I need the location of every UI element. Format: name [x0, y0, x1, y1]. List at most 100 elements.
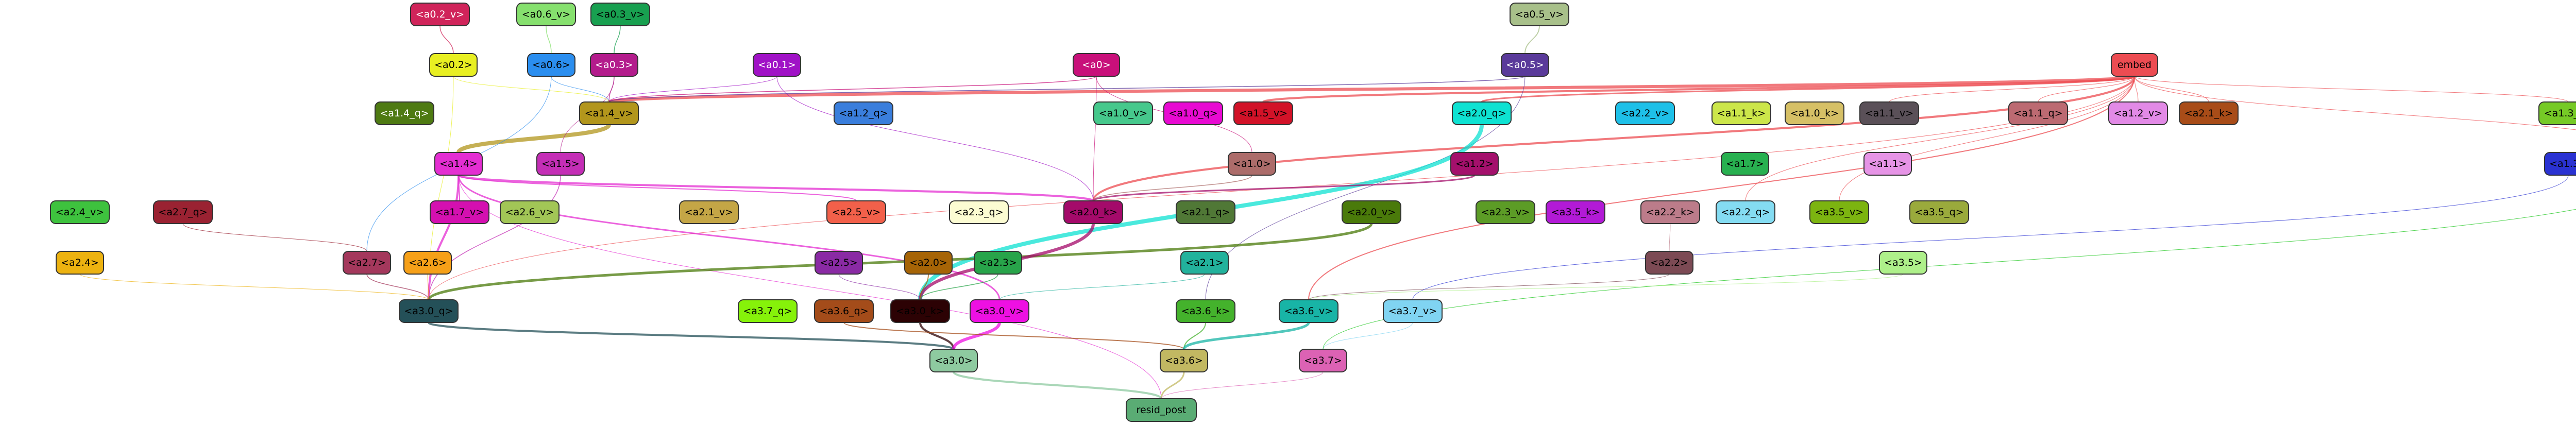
- node-a1-0-q[interactable]: <a1.0_q>: [1163, 101, 1223, 125]
- edge-a1_3-to-a3_7_v: [1412, 175, 2569, 300]
- node-a2-1[interactable]: <a2.1>: [1180, 251, 1229, 275]
- node-a3-5[interactable]: <a3.5>: [1879, 251, 1927, 275]
- node-a1-2-q[interactable]: <a1.2_q>: [834, 101, 893, 125]
- node-box: [56, 251, 104, 275]
- node-a1-2-v[interactable]: <a1.2_v>: [2108, 101, 2168, 125]
- node-a2-4-v[interactable]: <a2.4_v>: [50, 200, 110, 224]
- node-a0-2-v[interactable]: <a0.2_v>: [410, 3, 470, 26]
- node-a3-5-q[interactable]: <a3.5_q>: [1909, 200, 1969, 224]
- node-a1-1[interactable]: <a1.1>: [1863, 152, 1912, 176]
- edge-embed-to-a1_3_v: [2134, 76, 2569, 103]
- node-a3-7-v[interactable]: <a3.7_v>: [1383, 299, 1443, 323]
- node-label: <a1.1_v>: [1865, 108, 1913, 119]
- edges-layer: [79, 25, 2576, 400]
- node-a0-6-v[interactable]: <a0.6_v>: [516, 3, 576, 26]
- node-a2-3-q[interactable]: <a2.3_q>: [949, 200, 1009, 224]
- node-a2-3[interactable]: <a2.3>: [974, 251, 1022, 275]
- node-a2-5[interactable]: <a2.5>: [815, 251, 863, 275]
- node-a1-7-v[interactable]: <a1.7_v>: [430, 200, 489, 224]
- node-a0-6[interactable]: <a0.6>: [527, 53, 575, 77]
- node-a3-6-v[interactable]: <a3.6_v>: [1279, 299, 1338, 323]
- node-a2-4[interactable]: <a2.4>: [56, 251, 104, 275]
- node-a3-5-k[interactable]: <a3.5_k>: [1546, 200, 1605, 224]
- node-a1-4-q[interactable]: <a1.4_q>: [375, 101, 434, 125]
- node-resid-post[interactable]: resid_post: [1126, 398, 1197, 422]
- node-box: [1879, 251, 1927, 275]
- node-box: [410, 3, 470, 26]
- node-a3-0-v[interactable]: <a3.0_v>: [970, 299, 1029, 323]
- node-a2-0-k[interactable]: <a2.0_k>: [1063, 200, 1123, 224]
- node-a0-5-v[interactable]: <a0.5_v>: [1510, 3, 1569, 26]
- node-box: [1176, 200, 1235, 224]
- node-embed[interactable]: embed: [2111, 53, 2158, 77]
- edge-a2_3-to-a3_0_k: [920, 274, 998, 300]
- node-a2-3-v[interactable]: <a2.3_v>: [1476, 200, 1535, 224]
- node-a2-0-v[interactable]: <a2.0_v>: [1342, 200, 1401, 224]
- node-a1-1-k[interactable]: <a1.1_k>: [1711, 101, 1771, 125]
- node-a0[interactable]: <a0>: [1073, 53, 1120, 77]
- node-label: <a2.0>: [909, 257, 947, 268]
- node-a2-2[interactable]: <a2.2>: [1645, 251, 1693, 275]
- node-a2-0[interactable]: <a2.0>: [904, 251, 953, 275]
- node-label: <a1.4_v>: [585, 108, 633, 119]
- node-a3-0-q[interactable]: <a3.0_q>: [399, 299, 459, 323]
- node-label: <a2.0_q>: [1457, 108, 1506, 119]
- edge-embed-to-a3_5_v: [1839, 76, 2135, 201]
- node-a3-7[interactable]: <a3.7>: [1299, 349, 1347, 372]
- node-a2-6-v[interactable]: <a2.6_v>: [500, 200, 560, 224]
- node-a3-0[interactable]: <a3.0>: [929, 349, 978, 372]
- node-a1-5-v[interactable]: <a1.5_v>: [1233, 101, 1293, 125]
- node-a2-1-k[interactable]: <a2.1_k>: [2179, 101, 2239, 125]
- node-a3-0-k[interactable]: <a3.0_k>: [890, 299, 950, 323]
- node-a0-5[interactable]: <a0.5>: [1501, 53, 1549, 77]
- node-a0-3[interactable]: <a0.3>: [590, 53, 638, 77]
- node-a2-6[interactable]: <a2.6>: [403, 251, 452, 275]
- node-a1-1-v[interactable]: <a1.1_v>: [1859, 101, 1919, 125]
- node-a1-3-v[interactable]: <a1.3_v>: [2538, 101, 2576, 125]
- node-a3-6-k[interactable]: <a3.6_k>: [1176, 299, 1235, 323]
- node-a2-1-q[interactable]: <a2.1_q>: [1176, 200, 1235, 224]
- node-a1-3[interactable]: <a1.3>: [2544, 152, 2576, 176]
- node-box: [1299, 349, 1347, 372]
- node-a1-5[interactable]: <a1.5>: [536, 152, 585, 176]
- node-label: embed: [2117, 59, 2151, 71]
- edge-embed-to-a1_4_v: [607, 75, 2136, 104]
- node-box: [1785, 101, 1844, 125]
- node-a2-7-q[interactable]: <a2.7_q>: [153, 200, 213, 224]
- node-a3-6-q[interactable]: <a3.6_q>: [814, 299, 874, 323]
- node-a1-0-v[interactable]: <a1.0_v>: [1093, 101, 1153, 125]
- node-a3-7-q[interactable]: <a3.7_q>: [738, 299, 798, 323]
- node-a2-1-v[interactable]: <a2.1_v>: [679, 200, 739, 224]
- node-label: <a1.4>: [439, 158, 478, 169]
- node-a1-7[interactable]: <a1.7>: [1721, 152, 1769, 176]
- node-a1-4[interactable]: <a1.4>: [434, 152, 483, 176]
- node-label: <a0.5_v>: [1515, 9, 1564, 20]
- node-box: [375, 101, 434, 125]
- node-label: <a2.0_k>: [1069, 207, 1117, 218]
- node-a2-7[interactable]: <a2.7>: [343, 251, 391, 275]
- node-a1-0-k[interactable]: <a1.0_k>: [1785, 101, 1844, 125]
- node-a0-3-v[interactable]: <a0.3_v>: [590, 3, 650, 26]
- node-a2-5-v[interactable]: <a2.5_v>: [826, 200, 886, 224]
- node-label: <a1.3_v>: [2544, 108, 2576, 119]
- node-label: <a2.6>: [409, 257, 447, 268]
- node-a3-6[interactable]: <a3.6>: [1160, 349, 1208, 372]
- node-a1-4-v[interactable]: <a1.4_v>: [579, 101, 639, 125]
- node-label: <a0.6>: [532, 59, 570, 71]
- node-a1-0[interactable]: <a1.0>: [1228, 152, 1276, 176]
- node-box: [1721, 152, 1769, 176]
- node-a2-0-q[interactable]: <a2.0_q>: [1452, 101, 1512, 125]
- node-a0-1[interactable]: <a0.1>: [753, 53, 801, 77]
- node-a3-5-v[interactable]: <a3.5_v>: [1809, 200, 1869, 224]
- node-a2-2-q[interactable]: <a2.2_q>: [1716, 200, 1775, 224]
- node-box: [814, 299, 874, 323]
- node-label: <a2.3_v>: [1481, 207, 1530, 218]
- node-a1-2[interactable]: <a1.2>: [1450, 152, 1499, 176]
- edge-a1_4_v-to-a1_4: [456, 124, 611, 154]
- node-a2-2-k[interactable]: <a2.2_k>: [1640, 200, 1700, 224]
- node-label: <a3.5_q>: [1914, 207, 1963, 218]
- node-a1-1-q[interactable]: <a1.1_q>: [2008, 101, 2068, 125]
- node-a0-2[interactable]: <a0.2>: [429, 53, 478, 77]
- node-a2-2-v[interactable]: <a2.2_v>: [1615, 101, 1675, 125]
- edge-a3_5-to-a3_6_v: [1308, 274, 1904, 300]
